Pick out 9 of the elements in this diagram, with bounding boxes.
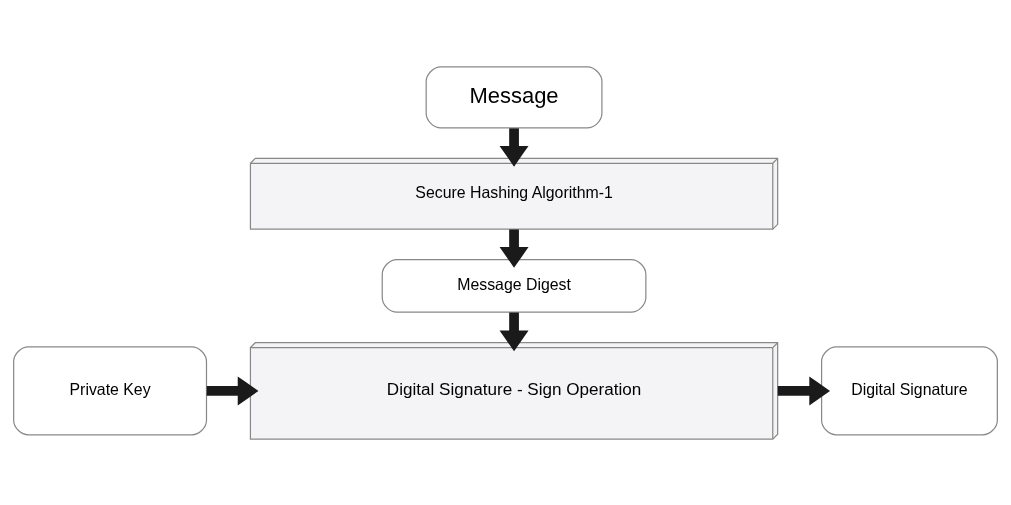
node-box: Private Key <box>13 345 208 435</box>
arrow <box>499 228 529 268</box>
arrow <box>499 312 529 351</box>
node-box: Message Digest <box>381 258 647 313</box>
arrow <box>206 375 259 405</box>
node-box: Digital Signature <box>821 345 998 435</box>
arrow <box>499 127 529 167</box>
arrow <box>777 375 830 405</box>
node-box: Message <box>425 65 603 128</box>
